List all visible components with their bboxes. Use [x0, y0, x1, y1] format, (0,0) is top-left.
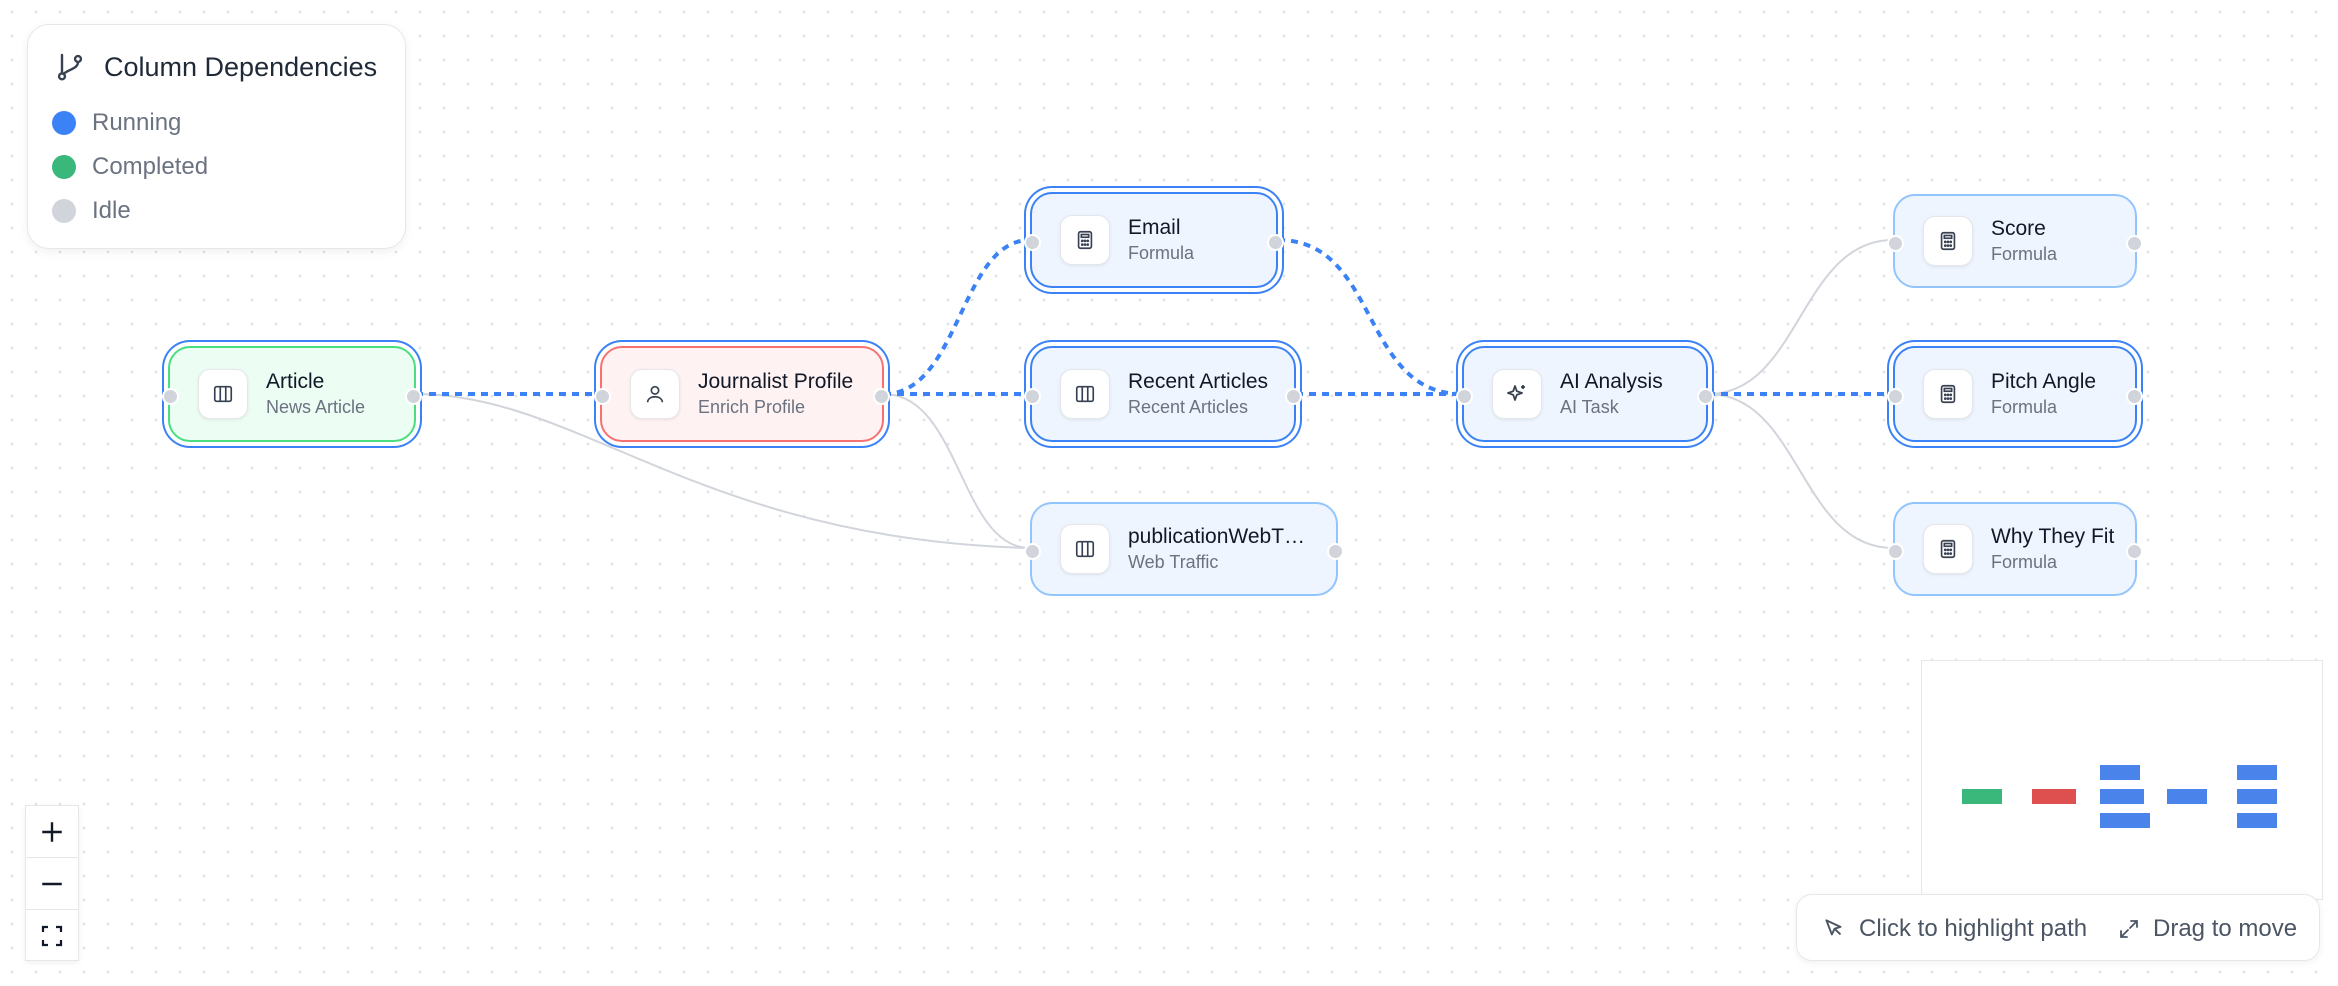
columns-icon	[1060, 369, 1110, 419]
input-handle[interactable]	[1456, 387, 1473, 405]
idle-dot-icon	[52, 199, 76, 223]
node-title: Why They Fit	[1991, 525, 2115, 548]
minimap-node-email	[2100, 765, 2140, 780]
legend-item-label: Idle	[92, 197, 131, 224]
legend-item-label: Completed	[92, 153, 209, 180]
columns-icon	[198, 369, 248, 419]
node-title: Recent Articles	[1128, 370, 1269, 393]
hint-bar: Click to highlight path Drag to move	[1796, 894, 2320, 961]
minimap-node-why	[2237, 813, 2277, 828]
zoom-in-button[interactable]	[26, 806, 78, 858]
hint-move-label: Drag to move	[2153, 914, 2298, 942]
hint-highlight: Click to highlight path	[1821, 895, 2087, 962]
fit-view-icon	[41, 925, 63, 947]
input-handle[interactable]	[594, 387, 611, 405]
fit-view-button[interactable]	[26, 910, 78, 962]
node-publication-web-traffic[interactable]: publicationWebT… Web Traffic	[1024, 502, 1344, 596]
calculator-icon	[1923, 216, 1973, 266]
minimap[interactable]	[1921, 660, 2323, 900]
edge-journalist-email	[883, 238, 1031, 396]
node-title: Article	[266, 370, 325, 393]
node-article[interactable]: Article News Article	[162, 346, 422, 442]
legend-header: Column Dependencies	[54, 51, 377, 83]
edge-article-pubtraffic	[415, 393, 1031, 549]
output-handle[interactable]	[1327, 542, 1344, 560]
node-subtitle: Recent Articles	[1128, 397, 1249, 417]
calculator-icon	[1923, 524, 1973, 574]
node-recent-articles[interactable]: Recent Articles Recent Articles	[1024, 346, 1302, 442]
legend-item-label: Running	[92, 109, 182, 136]
edge-journalist-pubtraffic	[883, 393, 1031, 549]
minimap-node-ai	[2167, 789, 2207, 804]
output-handle[interactable]	[405, 387, 422, 405]
node-why-they-fit[interactable]: Why They Fit Formula	[1887, 502, 2143, 596]
output-handle[interactable]	[2126, 387, 2143, 405]
git-branch-icon	[57, 53, 83, 81]
hint-move: Drag to move	[2117, 895, 2297, 962]
input-handle[interactable]	[1887, 234, 1904, 252]
running-dot-icon	[52, 111, 76, 135]
node-journalist-profile[interactable]: Journalist Profile Enrich Profile	[594, 346, 890, 442]
node-subtitle: Formula	[1128, 243, 1195, 263]
calculator-icon	[1060, 215, 1110, 265]
zoom-controls	[25, 805, 79, 961]
input-handle[interactable]	[1887, 387, 1904, 405]
hint-highlight-label: Click to highlight path	[1859, 914, 2088, 942]
columns-icon	[1060, 524, 1110, 574]
legend-panel: Column Dependencies Running Completed Id…	[27, 24, 406, 249]
node-title: Pitch Angle	[1991, 370, 2097, 393]
node-pitch-angle[interactable]: Pitch Angle Formula	[1887, 346, 2143, 442]
node-subtitle: Web Traffic	[1128, 552, 1219, 572]
node-title: Score	[1991, 217, 2046, 240]
plus-icon	[42, 821, 62, 842]
output-handle[interactable]	[1697, 387, 1714, 405]
output-handle[interactable]	[1267, 233, 1284, 251]
input-handle[interactable]	[162, 387, 179, 405]
minimap-node-article	[1962, 789, 2002, 804]
edge-ai-score	[1707, 239, 1894, 395]
edge-email-ai	[1277, 238, 1463, 396]
minimap-node-pubtraffic	[2100, 813, 2150, 828]
completed-dot-icon	[52, 155, 76, 179]
node-subtitle: Formula	[1991, 244, 2058, 264]
edge-ai-why	[1707, 393, 1894, 549]
input-handle[interactable]	[1024, 542, 1041, 560]
node-title: publicationWebT…	[1128, 525, 1306, 548]
node-ai-analysis[interactable]: AI Analysis AI Task	[1456, 346, 1714, 442]
node-email[interactable]: Email Formula	[1024, 192, 1284, 288]
minimap-node-pitch	[2237, 789, 2277, 804]
output-handle[interactable]	[1285, 387, 1302, 405]
user-icon	[630, 369, 680, 419]
minimap-node-recent	[2100, 789, 2144, 804]
legend-item-running: Running	[52, 109, 181, 137]
input-handle[interactable]	[1024, 387, 1041, 405]
node-subtitle: Formula	[1991, 552, 2058, 572]
node-subtitle: AI Task	[1560, 397, 1619, 417]
node-score[interactable]: Score Formula	[1887, 194, 2143, 288]
input-handle[interactable]	[1024, 233, 1041, 251]
output-handle[interactable]	[2126, 234, 2143, 252]
node-subtitle: News Article	[266, 397, 366, 417]
output-handle[interactable]	[2126, 542, 2143, 560]
minimap-node-score	[2237, 765, 2277, 780]
node-subtitle: Enrich Profile	[698, 397, 806, 417]
node-subtitle: Formula	[1991, 397, 2058, 417]
legend-title: Column Dependencies	[104, 51, 378, 82]
minimap-node-journalist	[2032, 789, 2076, 804]
minus-icon	[42, 882, 62, 885]
sparkles-icon	[1492, 369, 1542, 419]
node-title: AI Analysis	[1560, 370, 1663, 393]
output-handle[interactable]	[873, 387, 890, 405]
input-handle[interactable]	[1887, 542, 1904, 560]
zoom-out-button[interactable]	[26, 858, 78, 910]
node-title: Journalist Profile	[698, 370, 854, 393]
calculator-icon	[1923, 369, 1973, 419]
legend-item-completed: Completed	[52, 153, 208, 181]
node-title: Email	[1128, 216, 1181, 239]
legend-item-idle: Idle	[52, 197, 131, 225]
cursor-click-icon	[1825, 918, 1842, 935]
expand-arrows-icon	[2120, 919, 2138, 938]
